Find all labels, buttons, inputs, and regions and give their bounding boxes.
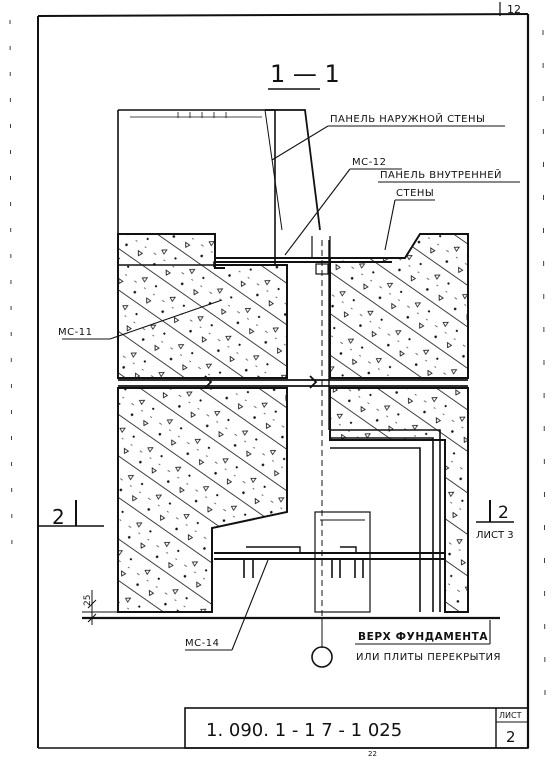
foundation-line — [82, 590, 500, 625]
label-floor-slab: ИЛИ ПЛИТЫ ПЕРЕКРЫТИЯ — [356, 652, 501, 663]
label-mc14: МС-14 — [185, 638, 219, 649]
title-block — [184, 707, 529, 749]
label-foundation-top: ВЕРХ ФУНДАМЕНТА — [358, 631, 488, 643]
leader-lines — [62, 125, 520, 651]
upper-left-block — [117, 233, 288, 379]
anchor-mc14 — [214, 546, 445, 578]
section-mark-right-sheet: ЛИСТ 3 — [476, 530, 514, 541]
section-mark-right — [476, 500, 514, 523]
section-mark-right-number: 2 — [498, 503, 509, 523]
inner-recess-frame — [314, 429, 441, 613]
plumb-line — [311, 618, 333, 668]
sheet-number: 2 — [506, 728, 516, 746]
anchor-mc12 — [214, 236, 392, 275]
dim-25: 25 — [83, 595, 93, 606]
corner-sheet-number: 12 — [507, 3, 521, 16]
concrete-blocks — [117, 233, 469, 613]
label-inner-wall-panel-2: СТЕНЫ — [396, 188, 434, 199]
sheet-label: ЛИСТ — [499, 711, 522, 720]
drawing-code: 1. 090. 1 - 1 7 - 1 025 — [206, 720, 402, 741]
slab-joint — [118, 375, 468, 389]
label-inner-wall-panel-1: ПАНЕЛЬ ВНУТРЕННЕЙ — [380, 168, 502, 181]
section-mark-left — [38, 500, 104, 527]
lower-right-block — [329, 387, 469, 613]
corner-number-box: 12 — [499, 2, 521, 16]
plumb-bob-icon — [311, 646, 333, 668]
central-cavity — [321, 240, 330, 620]
upper-right-block — [329, 233, 469, 379]
label-mc12: МС-12 — [352, 157, 386, 168]
label-mc11: МС-11 — [58, 327, 92, 338]
section-title: 1 — 1 — [270, 60, 340, 88]
lower-left-block — [117, 387, 288, 613]
label-outer-wall-panel: ПАНЕЛЬ НАРУЖНОЙ СТЕНЫ — [330, 112, 485, 125]
bottom-mark: 22 — [368, 750, 377, 757]
section-mark-left-number: 2 — [52, 505, 65, 529]
